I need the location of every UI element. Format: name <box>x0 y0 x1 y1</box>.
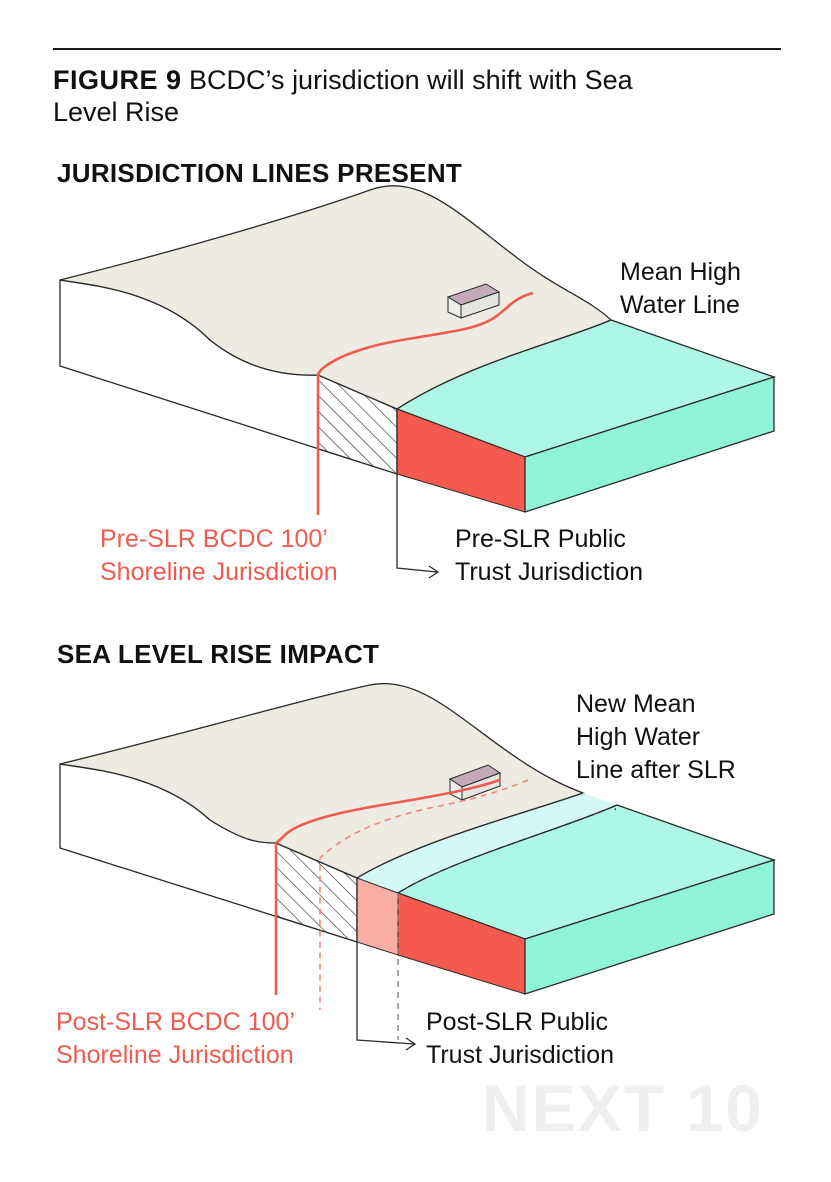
post-bcdc-label: Post-SLR BCDC 100’ Shoreline Jurisdictio… <box>56 1006 295 1072</box>
water-side-face <box>524 376 775 513</box>
section-heading-present: JURISDICTION LINES PRESENT <box>57 158 463 188</box>
post-bcdc-label-line2: Shoreline Jurisdiction <box>56 1041 294 1069</box>
post-slr-bcdc-line <box>319 779 529 1010</box>
top-rule <box>53 48 781 50</box>
bcdc-100ft-line <box>316 291 534 515</box>
new-water-band <box>357 793 617 893</box>
trust-pointer-arrow <box>356 878 415 1045</box>
figure-title: FIGURE 9 BCDC’s jurisdiction will shift … <box>53 64 773 128</box>
new-mhw-label-line1: New Mean <box>576 690 696 718</box>
diagram-slr <box>59 683 777 1051</box>
mhw-label-line1: Mean High <box>620 258 741 286</box>
post-trust-label: Post-SLR Public Trust Jurisdiction <box>426 1006 614 1072</box>
new-mhw-label-line2: High Water <box>576 723 701 751</box>
bcdc-label-line2: Shoreline Jurisdiction <box>100 558 338 586</box>
new-mhw-label-line3: Line after SLR <box>576 756 736 784</box>
post-trust-label-line1: Post-SLR Public <box>426 1008 609 1036</box>
trust-label-line1: Pre-SLR Public <box>455 525 626 553</box>
trust-label-line2: Trust Jurisdiction <box>455 558 644 586</box>
post-bcdc-label-line1: Post-SLR BCDC 100’ <box>56 1008 295 1036</box>
mhw-label-line2: Water Line <box>620 291 740 319</box>
water-top-surface <box>395 319 777 458</box>
section-heading-slr: SEA LEVEL RISE IMPACT <box>57 639 380 669</box>
mhw-label: Mean High Water Line <box>620 256 741 322</box>
post-trust-label-line2: Trust Jurisdiction <box>426 1041 615 1069</box>
water-side-face <box>524 859 775 995</box>
trust-label: Pre-SLR Public Trust Jurisdiction <box>455 523 643 589</box>
figure-title-line1: BCDC’s jurisdiction will shift with Sea <box>189 65 633 95</box>
house-icon <box>446 283 501 319</box>
water-top-surface <box>396 804 777 940</box>
new-mhw-label: New Mean High Water Line after SLR <box>576 688 736 787</box>
new-mhw-dashed-line <box>397 803 619 894</box>
pre-slr-bcdc-line <box>274 778 501 995</box>
figure-number: FIGURE 9 <box>53 65 182 95</box>
diagram-present <box>59 185 777 579</box>
bcdc-label: Pre-SLR BCDC 100’ Shoreline Jurisdiction <box>100 523 338 589</box>
bcdc-label-line1: Pre-SLR BCDC 100’ <box>100 525 328 553</box>
figure-title-line2: Level Rise <box>53 97 180 127</box>
trust-pointer-arrow <box>396 409 438 573</box>
watermark-logo: NEXT 10 <box>482 1071 764 1145</box>
